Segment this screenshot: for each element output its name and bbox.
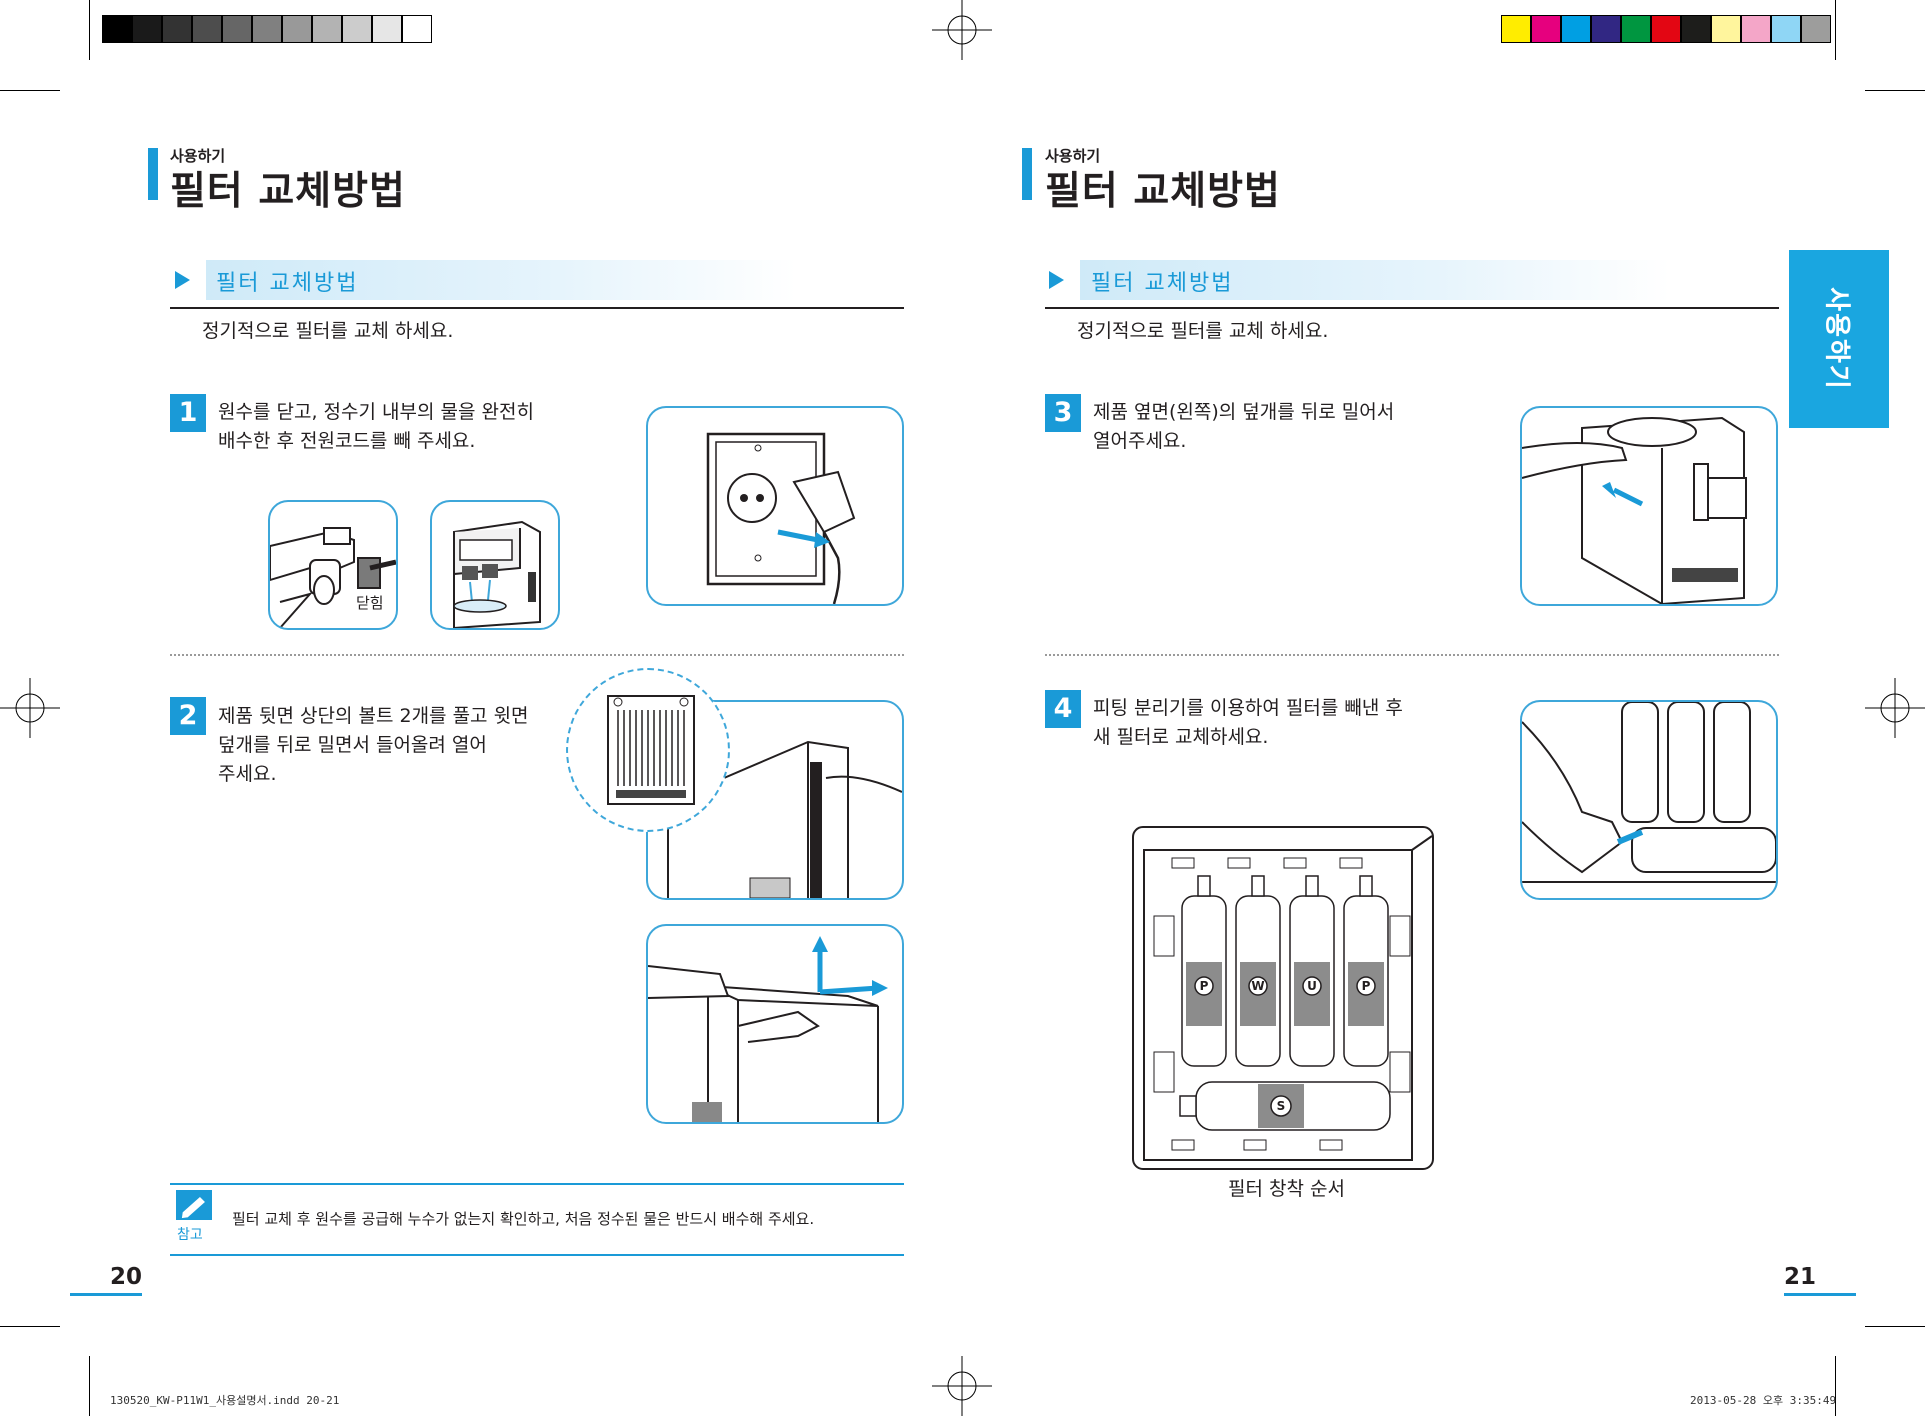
- slug-date: 2013-05-28 오후 3:35:49: [1690, 1394, 1837, 1407]
- color-swatch: [1651, 15, 1681, 43]
- step-divider: [170, 654, 904, 656]
- section-bar: [1022, 148, 1032, 200]
- step-1-line-1: 원수를 닫고, 정수기 내부의 물을 완전히: [218, 401, 534, 423]
- step-divider: [1045, 654, 1779, 656]
- intro-text: 정기적으로 필터를 교체 하세요.: [1077, 320, 1329, 342]
- step-2-line-2: 덮개를 뒤로 밀면서 들어올려 열어: [218, 734, 487, 756]
- color-swatch: [342, 15, 372, 43]
- unplug-cord-illustration: [646, 406, 904, 606]
- note-text: 필터 교체 후 원수를 공급해 누수가 없는지 확인하고, 처음 정수된 물은 …: [232, 1210, 815, 1228]
- section-kicker: 사용하기: [1045, 147, 1101, 165]
- color-swatch: [1591, 15, 1621, 43]
- subsection-title: 필터 교체방법: [1091, 271, 1234, 296]
- triangle-bullet-icon: [175, 271, 190, 289]
- diagram-caption: 필터 창착 순서: [1228, 1178, 1345, 1200]
- filter-label: U: [1307, 979, 1317, 993]
- page-number-right: 21: [1784, 1264, 1817, 1290]
- color-swatch: [282, 15, 312, 43]
- step-2-line-1: 제품 뒷면 상단의 볼트 2개를 풀고 윗면: [218, 705, 529, 727]
- subsection-title: 필터 교체방법: [216, 271, 359, 296]
- filter-label: S: [1277, 1099, 1286, 1113]
- color-swatch: [372, 15, 402, 43]
- color-swatch: [1621, 15, 1651, 43]
- step-3-line-2: 열어주세요.: [1093, 430, 1187, 452]
- color-swatch: [162, 15, 192, 43]
- step-badge: 2: [170, 697, 206, 735]
- note-bottom-rule: [170, 1254, 904, 1256]
- color-swatch: [1741, 15, 1771, 43]
- page-number-left: 20: [110, 1264, 143, 1290]
- color-swatch: [132, 15, 162, 43]
- color-swatch: [312, 15, 342, 43]
- lift-cover-illustration: [646, 924, 904, 1124]
- registration-mark-left: [0, 678, 60, 738]
- page-number-underline: [70, 1293, 142, 1296]
- color-swatch: [1771, 15, 1801, 43]
- section-kicker: 사용하기: [170, 147, 226, 165]
- step-badge: 4: [1045, 690, 1081, 728]
- page-number-underline: [1784, 1293, 1856, 1296]
- page-title: 필터 교체방법: [170, 169, 406, 214]
- color-swatch: [1681, 15, 1711, 43]
- valve-closed-label: 닫힘: [356, 594, 384, 612]
- rear-detail-zoom: [566, 668, 730, 832]
- filter-order-diagram: P W U P S: [1132, 826, 1434, 1170]
- color-swatch: [1501, 15, 1531, 43]
- side-cover-illustration: [1520, 406, 1778, 606]
- subsection-rule: [1045, 307, 1779, 309]
- valve-illustration: 닫힘: [268, 500, 398, 630]
- purifier-drain-illustration: [430, 500, 560, 630]
- side-tab-label: 사용하기: [1821, 287, 1852, 391]
- color-swatch: [192, 15, 222, 43]
- color-swatch: [1561, 15, 1591, 43]
- color-swatch: [102, 15, 132, 43]
- registration-mark-bottom: [932, 1356, 992, 1416]
- step-badge: 1: [170, 394, 206, 432]
- note-top-rule: [170, 1183, 904, 1185]
- pencil-note-icon: [176, 1190, 212, 1220]
- registration-mark-top: [932, 0, 992, 60]
- color-swatch: [1531, 15, 1561, 43]
- filter-label: W: [1251, 979, 1264, 993]
- step-3-line-1: 제품 옆면(왼쪽)의 덮개를 뒤로 밀어서: [1093, 401, 1395, 423]
- step-4-line-1: 피팅 분리기를 이용하여 필터를 빼낸 후: [1093, 697, 1403, 719]
- step-2-line-3: 주세요.: [218, 763, 277, 785]
- note-label: 참고: [177, 1227, 203, 1243]
- subsection-band: [1080, 260, 1670, 300]
- section-bar: [148, 148, 158, 200]
- triangle-bullet-icon: [1049, 271, 1064, 289]
- step-4-line-2: 새 필터로 교체하세요.: [1093, 726, 1269, 748]
- color-swatch: [1711, 15, 1741, 43]
- step-badge: 3: [1045, 394, 1081, 432]
- filter-label: P: [1200, 979, 1209, 993]
- side-tab: 사용하기: [1789, 250, 1889, 428]
- slug-filename: 130520_KW-P11W1_사용설명서.indd 20-21: [110, 1394, 340, 1407]
- color-swatch: [252, 15, 282, 43]
- subsection-band: [206, 260, 796, 300]
- intro-text: 정기적으로 필터를 교체 하세요.: [202, 320, 454, 342]
- step-1-line-2: 배수한 후 전원코드를 빼 주세요.: [218, 430, 476, 452]
- color-swatch: [402, 15, 432, 43]
- page-title: 필터 교체방법: [1045, 169, 1281, 214]
- filter-label: P: [1362, 979, 1371, 993]
- filter-removal-illustration: [1520, 700, 1778, 900]
- registration-mark-right: [1865, 678, 1925, 738]
- subsection-rule: [170, 307, 904, 309]
- color-swatch: [1801, 15, 1831, 43]
- color-swatch: [222, 15, 252, 43]
